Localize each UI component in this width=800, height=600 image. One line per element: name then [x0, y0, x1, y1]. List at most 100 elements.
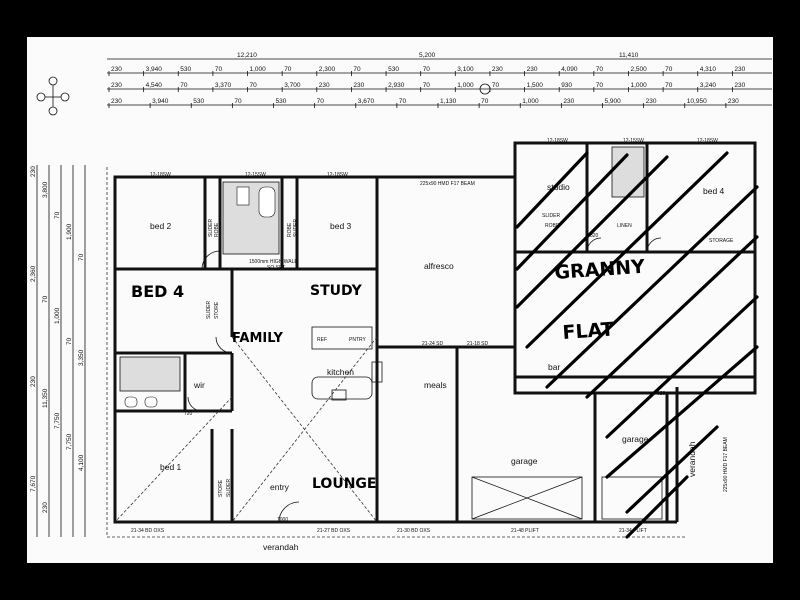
dim-row1-a: 12,210	[237, 52, 257, 59]
label-slider-bed2: SLIDER	[208, 219, 214, 237]
label-sq-set: SQ SET	[267, 265, 285, 271]
room-bed-2: bed 2	[150, 221, 172, 231]
label-slider-study: SLIDER	[206, 301, 212, 319]
dim-row2-10: 3,100	[457, 66, 474, 73]
label-door-620: 620	[657, 391, 666, 397]
dim-row3-11: 70	[492, 82, 500, 89]
dim-left-10: 230	[30, 376, 37, 387]
dim-row3-2: 70	[180, 82, 188, 89]
dim-left-7: 1,000	[54, 307, 61, 324]
room-meals: meals	[424, 380, 447, 390]
hatch-stroke-5	[585, 235, 759, 399]
hatch-stroke-7	[605, 345, 759, 479]
dim-left-5: 2,360	[30, 265, 37, 282]
dim-row2-8: 530	[388, 66, 399, 73]
label-door-720: 720	[184, 411, 193, 417]
fixture-labels: SLIDER ROBE ROBE SLIDER 1500mm HIGH WALL…	[131, 138, 734, 534]
dim-row2-13: 4,090	[561, 66, 578, 73]
label-linen: LINEN	[617, 223, 632, 229]
dim-row1-c: 11,410	[619, 52, 639, 59]
dim-row2-18: 230	[734, 66, 745, 73]
label-door-820: 820	[590, 233, 599, 239]
dim-left-13: 7,750	[66, 433, 73, 450]
label-pantry: PNTRY	[349, 337, 367, 343]
dim-row4-15: 230	[728, 98, 739, 105]
dim-row1-b: 5,200	[419, 52, 436, 59]
label-door-b2: 21-27 BD OXS	[317, 528, 351, 534]
room-wir: wir	[193, 380, 205, 390]
dim-row2-2: 530	[180, 66, 191, 73]
label-slider-bed3: SLIDER	[293, 219, 299, 237]
dim-left-0: 230	[30, 166, 37, 177]
label-beam-right: 225x90 HMD F17 BEAM	[723, 437, 729, 492]
label-window-6: 12-18SW	[697, 138, 718, 144]
dim-row4-9: 70	[481, 98, 489, 105]
dim-row3-3: 3,370	[215, 82, 232, 89]
dim-row4-7: 70	[399, 98, 407, 105]
label-robe-bed3: ROBE	[287, 222, 293, 237]
bathroom-tiles	[119, 146, 645, 408]
handwritten-granny: GRANNY	[554, 256, 646, 284]
dim-row2-11: 230	[492, 66, 503, 73]
dim-left-12: 7,750	[54, 412, 61, 429]
dim-row4-4: 530	[276, 98, 287, 105]
dim-row4-2: 530	[193, 98, 204, 105]
hatch-stroke-3	[525, 151, 729, 349]
dim-left-2: 70	[54, 211, 61, 219]
room-entry: entry	[270, 482, 290, 492]
label-store-bed1: STORE	[218, 479, 224, 497]
dim-row3-5: 3,700	[284, 82, 301, 89]
handwritten-annotations: BED 4 STUDY FAMILY LOUNGE GRANNY FLAT	[131, 256, 646, 492]
room-verandah-bottom: verandah	[263, 542, 299, 552]
dim-row3-0: 230	[111, 82, 122, 89]
dim-row3-10: 1,000	[457, 82, 474, 89]
dim-row3-12: 1,500	[527, 82, 544, 89]
hatch-stroke-9	[625, 475, 689, 539]
hatch-stroke-6	[605, 295, 759, 439]
dim-left-9: 3,350	[78, 349, 85, 366]
dim-row3-7: 230	[353, 82, 364, 89]
label-robe-studio: ROBE	[545, 223, 560, 229]
dim-row4-5: 70	[317, 98, 325, 105]
hatch-stroke-2	[515, 155, 669, 309]
dim-row4-0: 230	[111, 98, 122, 105]
handwritten-study: STUDY	[310, 283, 363, 299]
north-arrow-icon	[36, 76, 491, 116]
dim-left-8: 70	[66, 337, 73, 345]
room-labels: bed 2 bed 3 alfresco kitchen meals wir b…	[150, 182, 725, 552]
label-slider-bed1: SLIDER	[226, 479, 232, 497]
room-garage: garage	[511, 456, 538, 466]
dim-row3-14: 70	[596, 82, 604, 89]
dim-left-15: 7,670	[30, 475, 37, 492]
granny-flat-hatching	[515, 151, 759, 539]
handwritten-bed-4: BED 4	[131, 282, 184, 301]
room-studio: studio	[547, 182, 570, 192]
label-high-wall: 1500mm HIGH WALL	[249, 259, 297, 265]
label-window-1: 12-18SW	[150, 172, 171, 178]
hatch-stroke-4	[545, 185, 759, 389]
dim-row2-6: 2,300	[319, 66, 336, 73]
room-garage-2: garage	[622, 434, 649, 444]
dim-row4-14: 10,950	[687, 98, 707, 105]
label-storage: STORAGE	[709, 238, 734, 244]
dim-row2-17: 4,310	[700, 66, 717, 73]
room-verandah-right: verandah	[687, 441, 697, 477]
label-door-m1: 21-24 SD	[422, 341, 444, 347]
dim-row4-3: 70	[234, 98, 242, 105]
room-bed-1: bed 1	[160, 462, 182, 472]
dim-left-3: 1,900	[66, 223, 73, 240]
handwritten-family: FAMILY	[232, 331, 283, 346]
dim-left-4: 70	[78, 253, 85, 261]
dim-row3-4: 70	[250, 82, 258, 89]
left-dimensions: 2303,800701,900702,360701,000703,3502301…	[30, 165, 86, 537]
door-swings	[187, 237, 662, 523]
label-door-b4: 21-48 PLIFT	[511, 528, 539, 534]
dim-left-1: 3,800	[42, 181, 49, 198]
label-robe-bed2: ROBE	[214, 222, 220, 237]
label-window-2: 12-15SW	[245, 172, 266, 178]
handwritten-lounge: LOUNGE	[312, 476, 376, 492]
dim-row4-13: 230	[646, 98, 657, 105]
dim-row2-4: 1,000	[250, 66, 267, 73]
